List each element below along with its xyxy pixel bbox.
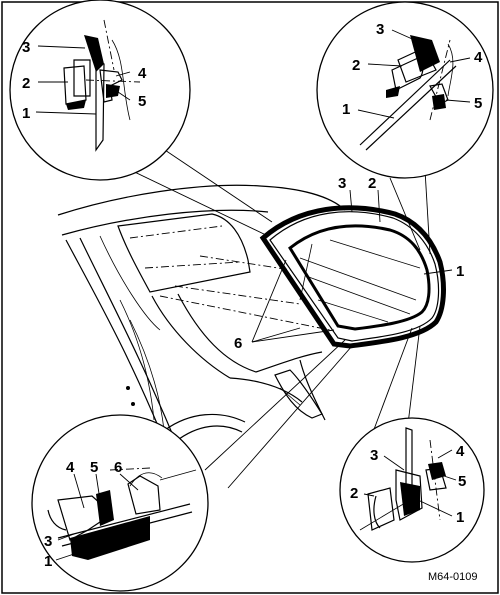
callouts-top-right: 3 2 1 4 5 bbox=[342, 21, 483, 118]
callout-main-1: 1 bbox=[456, 263, 464, 280]
callout-tr-4: 4 bbox=[474, 49, 483, 66]
callouts-bottom-right: 3 2 4 5 1 bbox=[350, 443, 466, 526]
callout-br-4: 4 bbox=[456, 443, 465, 460]
callout-main-2: 2 bbox=[368, 175, 376, 192]
callout-tr-1: 1 bbox=[342, 101, 350, 118]
detail-bottom-right bbox=[339, 417, 485, 563]
callout-br-2: 2 bbox=[350, 485, 358, 502]
callout-tl-1: 1 bbox=[22, 105, 30, 122]
detail-top-left bbox=[9, 0, 191, 181]
callout-tr-5: 5 bbox=[474, 95, 482, 112]
callout-tl-2: 2 bbox=[22, 75, 30, 92]
callout-br-5: 5 bbox=[458, 473, 466, 490]
quarter-window bbox=[259, 205, 446, 349]
callout-br-1: 1 bbox=[456, 509, 464, 526]
callouts-top-left: 3 2 1 4 5 bbox=[22, 39, 147, 122]
callout-tr-2: 2 bbox=[352, 57, 360, 74]
callout-bl-1: 1 bbox=[44, 553, 52, 570]
callout-bl-6: 6 bbox=[114, 459, 122, 476]
figure-reference-code: M64-0109 bbox=[428, 571, 478, 583]
callout-tl-3: 3 bbox=[22, 39, 30, 56]
callout-tl-4: 4 bbox=[138, 65, 147, 82]
callout-main-3: 3 bbox=[338, 175, 346, 192]
detail-connectors bbox=[119, 139, 431, 489]
callouts-main: 3 2 1 6 bbox=[234, 175, 464, 352]
callout-bl-5: 5 bbox=[90, 459, 98, 476]
main-callout-leaders bbox=[251, 189, 453, 343]
callout-bl-3: 3 bbox=[44, 533, 52, 550]
callout-br-3: 3 bbox=[370, 447, 378, 464]
detail-bottom-left bbox=[31, 414, 209, 592]
callout-tl-5: 5 bbox=[138, 93, 146, 110]
callout-main-6: 6 bbox=[234, 335, 242, 352]
detail-top-right bbox=[316, 1, 494, 179]
vehicle-body bbox=[57, 184, 346, 453]
callout-tr-3: 3 bbox=[376, 21, 384, 38]
callout-bl-4: 4 bbox=[66, 459, 75, 476]
callouts-bottom-left: 4 5 6 3 1 bbox=[44, 459, 122, 570]
